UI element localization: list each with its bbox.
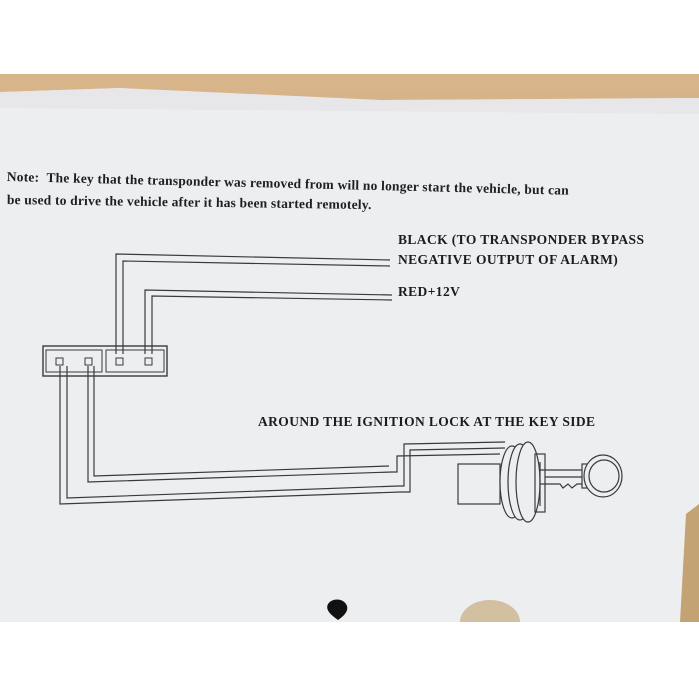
paper-sheet [0, 88, 699, 622]
paper-edge [680, 504, 699, 622]
connector-block [42, 345, 168, 377]
black-wire [115, 253, 391, 354]
paper-shadow [0, 88, 699, 114]
red-wire-label: RED+12V [398, 284, 461, 299]
connector-pin-1 [55, 357, 64, 366]
finger-shadow [460, 600, 520, 622]
key-icon [540, 454, 623, 498]
wiring-diagram-sheet [0, 88, 699, 622]
ignition-loop-wire [59, 366, 506, 505]
black-wire-label-line-2: NEGATIVE OUTPUT OF ALARM) [398, 252, 619, 267]
connector-pin-4 [144, 357, 153, 366]
connector-pin-3 [115, 357, 124, 366]
red-wire [144, 289, 393, 354]
connector-pin-2 [84, 357, 93, 366]
note-prefix: Note: [6, 169, 40, 185]
black-wire-label-line-1: BLACK (TO TRANSPONDER BYPASS [398, 232, 645, 247]
ignition-lock-label: AROUND THE IGNITION LOCK AT THE KEY SIDE [258, 414, 596, 429]
photo-area: Note: The key that the transponder was r… [0, 74, 699, 622]
heart-icon [327, 599, 348, 620]
ignition-lock [457, 441, 546, 523]
